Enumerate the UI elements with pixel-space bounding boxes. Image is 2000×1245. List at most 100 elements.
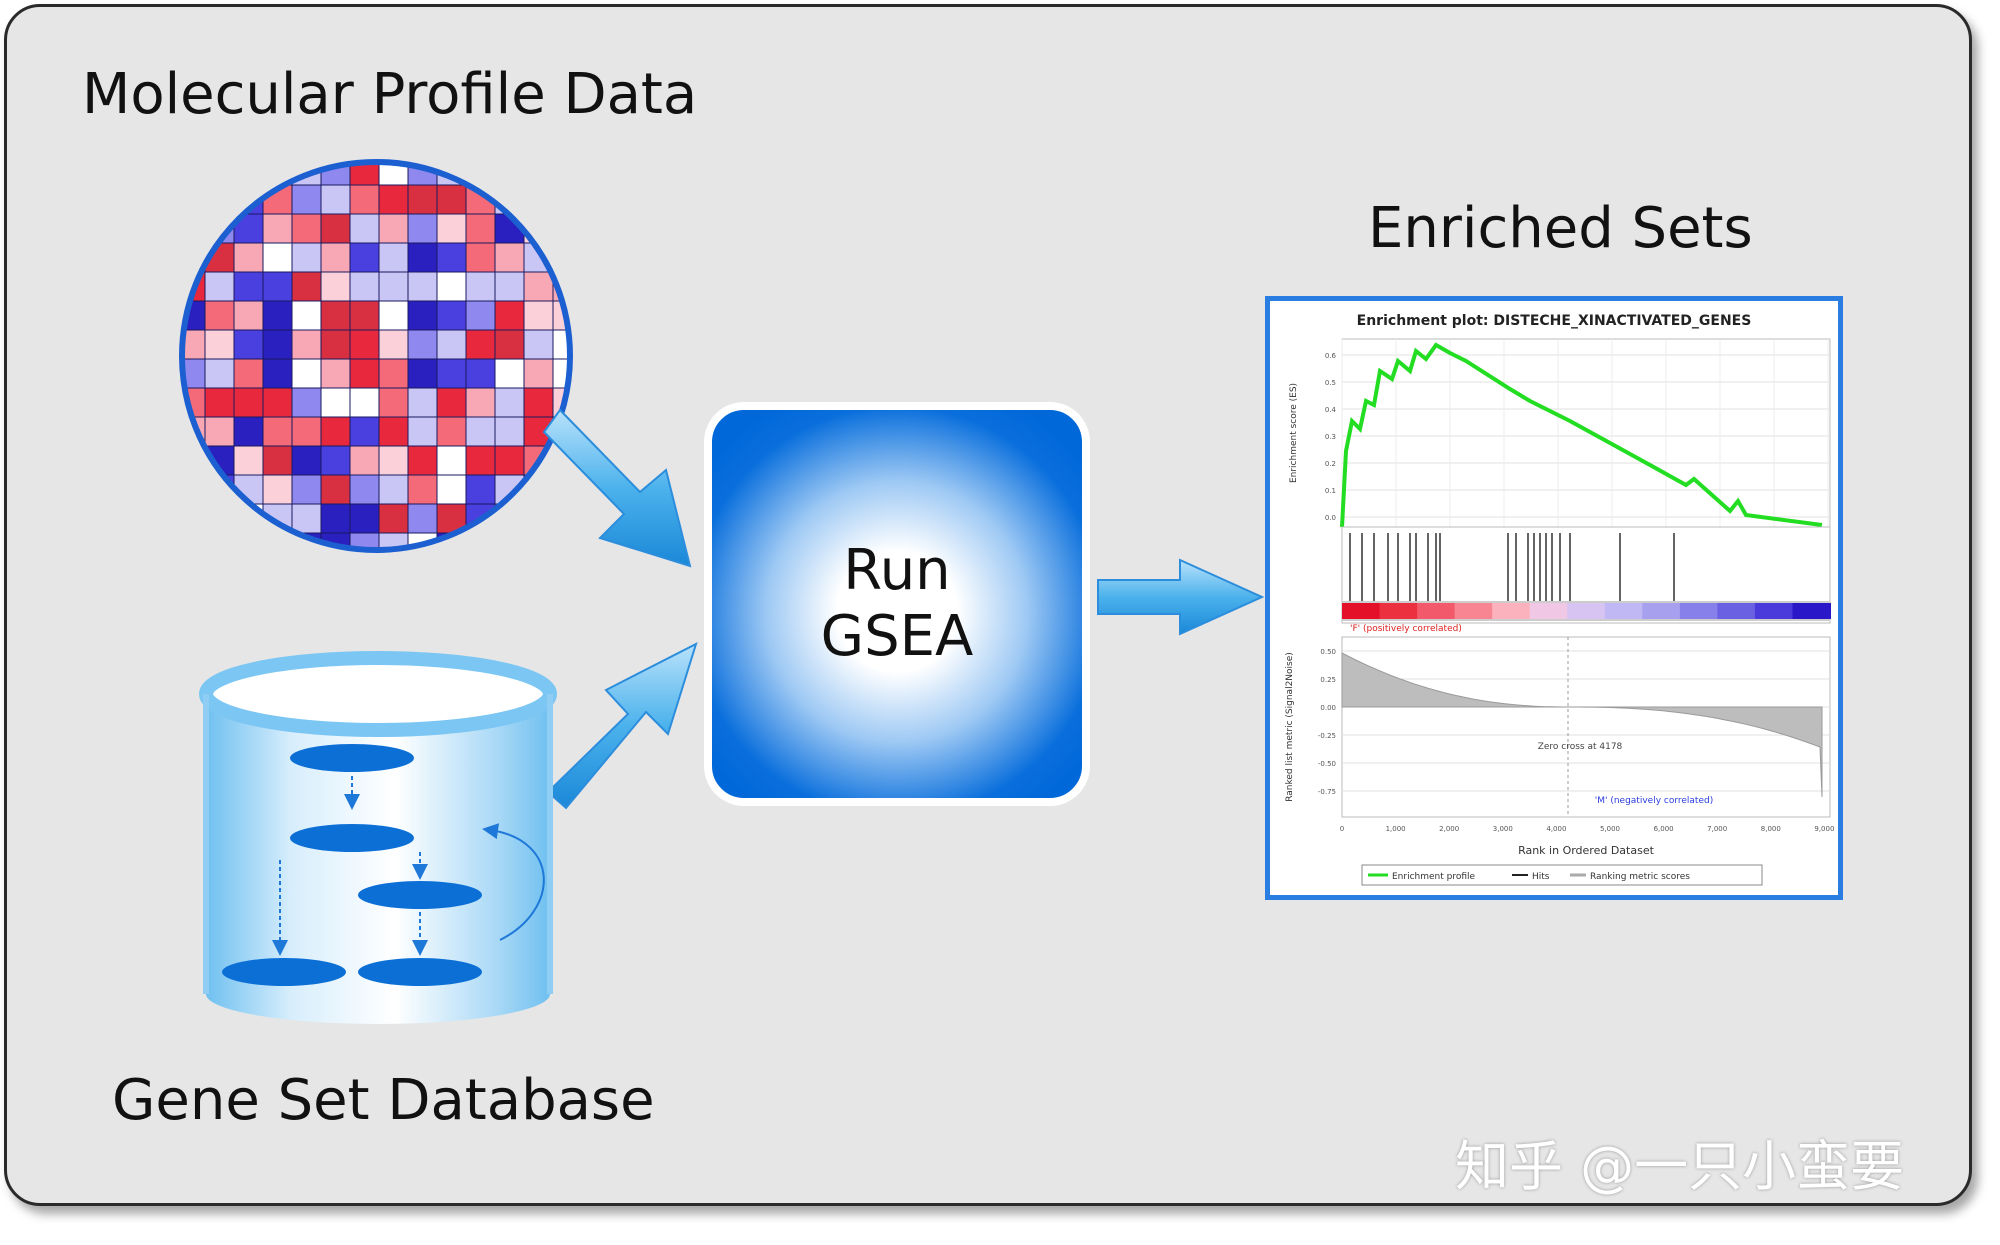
enrichment-plot-title: Enrichment plot: DISTECHE_XINACTIVATED_G…: [1357, 313, 1752, 329]
heatmap-cell: [204, 358, 235, 389]
heatmap-cell: [378, 184, 409, 215]
heatmap-cell: [378, 300, 409, 331]
heatmap-cell: [494, 416, 525, 447]
heatmap-cell: [436, 445, 467, 476]
heatmap-cell: [407, 300, 438, 331]
metric-tick-label: -0.75: [1318, 788, 1336, 796]
heatmap-cell: [233, 271, 264, 302]
heatmap-cell: [320, 271, 351, 302]
heatmap-cell: [262, 358, 293, 389]
heatmap-cell: [233, 416, 264, 447]
heatmap-cell: [204, 416, 235, 447]
heatmap-cell: [182, 532, 206, 550]
metric-axis-ticks: 0.500.250.00-0.25-0.50-0.75: [1318, 648, 1336, 796]
color-bar-segment: [1342, 603, 1381, 619]
legend-metric-label: Ranking metric scores: [1590, 872, 1690, 882]
heatmap-cell: [552, 184, 570, 215]
heatmap-cell: [349, 300, 380, 331]
heatmap-cell: [436, 387, 467, 418]
heatmap-cell: [407, 416, 438, 447]
heatmap-cell: [378, 242, 409, 273]
heatmap-cell: [262, 242, 293, 273]
hit-lines: [1349, 533, 1675, 601]
heatmap-cell: [378, 503, 409, 534]
heatmap-cell: [436, 271, 467, 302]
heatmap-cell: [349, 242, 380, 273]
heatmap-cell: [523, 358, 554, 389]
heatmap-cell: [291, 474, 322, 505]
heatmap-cell: [349, 329, 380, 360]
es-tick-label: 0.5: [1325, 379, 1336, 387]
metric-axis-label: Ranked list metric (Signal2Noise): [1285, 652, 1295, 802]
color-bar-segment: [1754, 603, 1794, 619]
heatmap-cell: [204, 162, 235, 186]
heatmap-cell: [349, 358, 380, 389]
heatmap-cell: [291, 358, 322, 389]
metric-tick-label: 0.00: [1320, 704, 1336, 712]
heatmap-cell: [523, 271, 554, 302]
color-bar-segment: [1604, 603, 1644, 619]
heatmap-cell: [291, 329, 322, 360]
heatmap-cell: [291, 213, 322, 244]
heatmap-cell: [552, 532, 570, 550]
heatmap-cell: [407, 184, 438, 215]
heatmap-cell: [552, 474, 570, 505]
heatmap-cell: [182, 503, 206, 534]
heatmap-cell: [320, 213, 351, 244]
heatmap-cell: [523, 300, 554, 331]
heatmap-cell: [204, 503, 235, 534]
heatmap-cell: [262, 474, 293, 505]
heatmap-cell: [233, 242, 264, 273]
heatmap-cell: [552, 503, 570, 534]
heatmap-cell: [320, 387, 351, 418]
pathway-node: [358, 881, 482, 909]
heatmap-cell: [494, 358, 525, 389]
heatmap-cell: [262, 213, 293, 244]
heatmap-cell: [378, 271, 409, 302]
color-bar-segment: [1717, 603, 1756, 619]
heatmap-cell: [407, 358, 438, 389]
heatmap-cell: [291, 271, 322, 302]
run-gsea-line2: GSEA: [820, 604, 974, 669]
heatmap-cell: [465, 300, 496, 331]
heatmap-cell: [436, 358, 467, 389]
watermark-text: 知乎 @一只小蛮要: [1455, 1135, 1905, 1198]
heatmap-cell: [523, 503, 554, 534]
color-bar-segment: [1679, 603, 1719, 619]
heatmap-cell: [552, 242, 570, 273]
heatmap-cell: [407, 503, 438, 534]
heatmap-cell: [465, 213, 496, 244]
molecular-profile-label: Molecular Profile Data: [82, 62, 698, 127]
metric-tick-label: -0.25: [1318, 732, 1336, 740]
heatmap-cell: [436, 242, 467, 273]
heatmap-cell: [552, 162, 570, 186]
ranking-metric-area: [1341, 652, 1823, 798]
enrichment-plot: Enrichment plot: DISTECHE_XINACTIVATED_G…: [1285, 313, 1834, 886]
x-tick-label: 0: [1340, 825, 1344, 833]
heatmap-cell: [407, 329, 438, 360]
heatmap-cell: [436, 474, 467, 505]
es-tick-label: 0.0: [1325, 514, 1336, 522]
metric-panel-frame: [1341, 636, 1831, 818]
heatmap-cell: [494, 300, 525, 331]
run-gsea-label: Run GSEA: [712, 538, 1082, 670]
pathway-node: [358, 958, 482, 986]
heatmap-cell: [407, 271, 438, 302]
heatmap-cell: [494, 532, 525, 550]
heatmap-cell: [233, 445, 264, 476]
heatmap-cell: [494, 445, 525, 476]
enrichment-plot-panel: Enrichment plot: DISTECHE_XINACTIVATED_G…: [1265, 296, 1843, 900]
heatmap-cell: [320, 358, 351, 389]
heatmap-cell: [523, 387, 554, 418]
heatmap-cell: [465, 162, 496, 186]
es-tick-label: 0.2: [1325, 460, 1336, 468]
color-bar-segment: [1567, 603, 1606, 619]
heatmap-cell: [182, 474, 206, 505]
heatmap-cell: [291, 184, 322, 215]
heatmap-cell: [320, 445, 351, 476]
heatmap-cell: [465, 416, 496, 447]
arrow-gsea-to-enriched: [1097, 558, 1265, 636]
color-bar-segment: [1642, 603, 1681, 619]
heatmap-cell: [204, 532, 235, 550]
x-tick-label: 1,000: [1386, 825, 1406, 833]
